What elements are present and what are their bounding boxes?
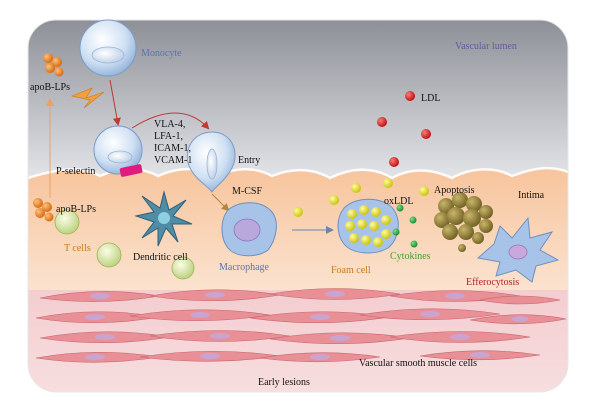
label-vcam1: VCAM-1 [154,155,192,166]
label-apoptosis: Apoptosis [434,185,475,196]
label-icam1: ICAM-1, [154,143,191,154]
rolling-monocyte-cell [93,125,143,175]
entering-monocyte-cell [186,131,236,193]
label-vsmc: Vascular smooth muscle cells [359,358,477,369]
t-cells [54,209,195,280]
text-labels: Monocyte Vascular lumen apoB-LPs LDL VLA… [30,41,545,388]
label-p-selectin: P-selectin [56,166,95,177]
label-vla4: VLA-4, [154,119,185,130]
apob-lps-cluster-left [33,198,54,222]
label-vascular-lumen: Vascular lumen [455,41,517,52]
label-apob-lps-left: apoB-LPs [56,204,96,215]
cytokine-particles [392,204,418,248]
efferocytosis-macrophage [476,216,560,283]
label-macrophage: Macrophage [219,262,270,273]
arrow-icon [211,193,230,212]
vascular-lumen-region [28,20,568,178]
arrow-icon [109,79,121,126]
label-cytokines: Cytokines [390,251,431,262]
label-lfa1: LFA-1, [154,131,183,142]
dendritic-cell [134,190,193,247]
macrophage-cell [221,202,277,257]
p-selectin-marker [119,164,143,177]
smooth-muscle-cells [35,288,567,363]
arrow-icon [131,112,210,130]
label-entry: Entry [238,155,260,166]
apob-lps-cluster-top [43,53,64,77]
lightning-bolt-icon [70,87,105,109]
frame-border [27,19,569,393]
label-monocyte: Monocyte [141,48,182,59]
label-oxldl: oxLDL [384,196,413,207]
label-dendritic-cell: Dendritic cell [133,252,188,263]
apoptotic-cell [434,192,493,252]
foam-cell [337,198,399,254]
label-early-lesions: Early lesions [258,377,310,388]
ldl-particles [377,91,431,167]
label-ldl: LDL [421,93,440,104]
oxldl-particles [293,178,429,217]
label-apob-lps-top: apoB-LPs [30,82,70,93]
label-intima: Intima [518,190,545,201]
monocyte-cell [79,19,137,77]
label-mcsf: M-CSF [232,186,262,197]
label-foam-cell: Foam cell [331,265,371,276]
label-efferocytosis: Efferocytosis [466,277,519,288]
label-t-cells: T cells [64,243,91,254]
